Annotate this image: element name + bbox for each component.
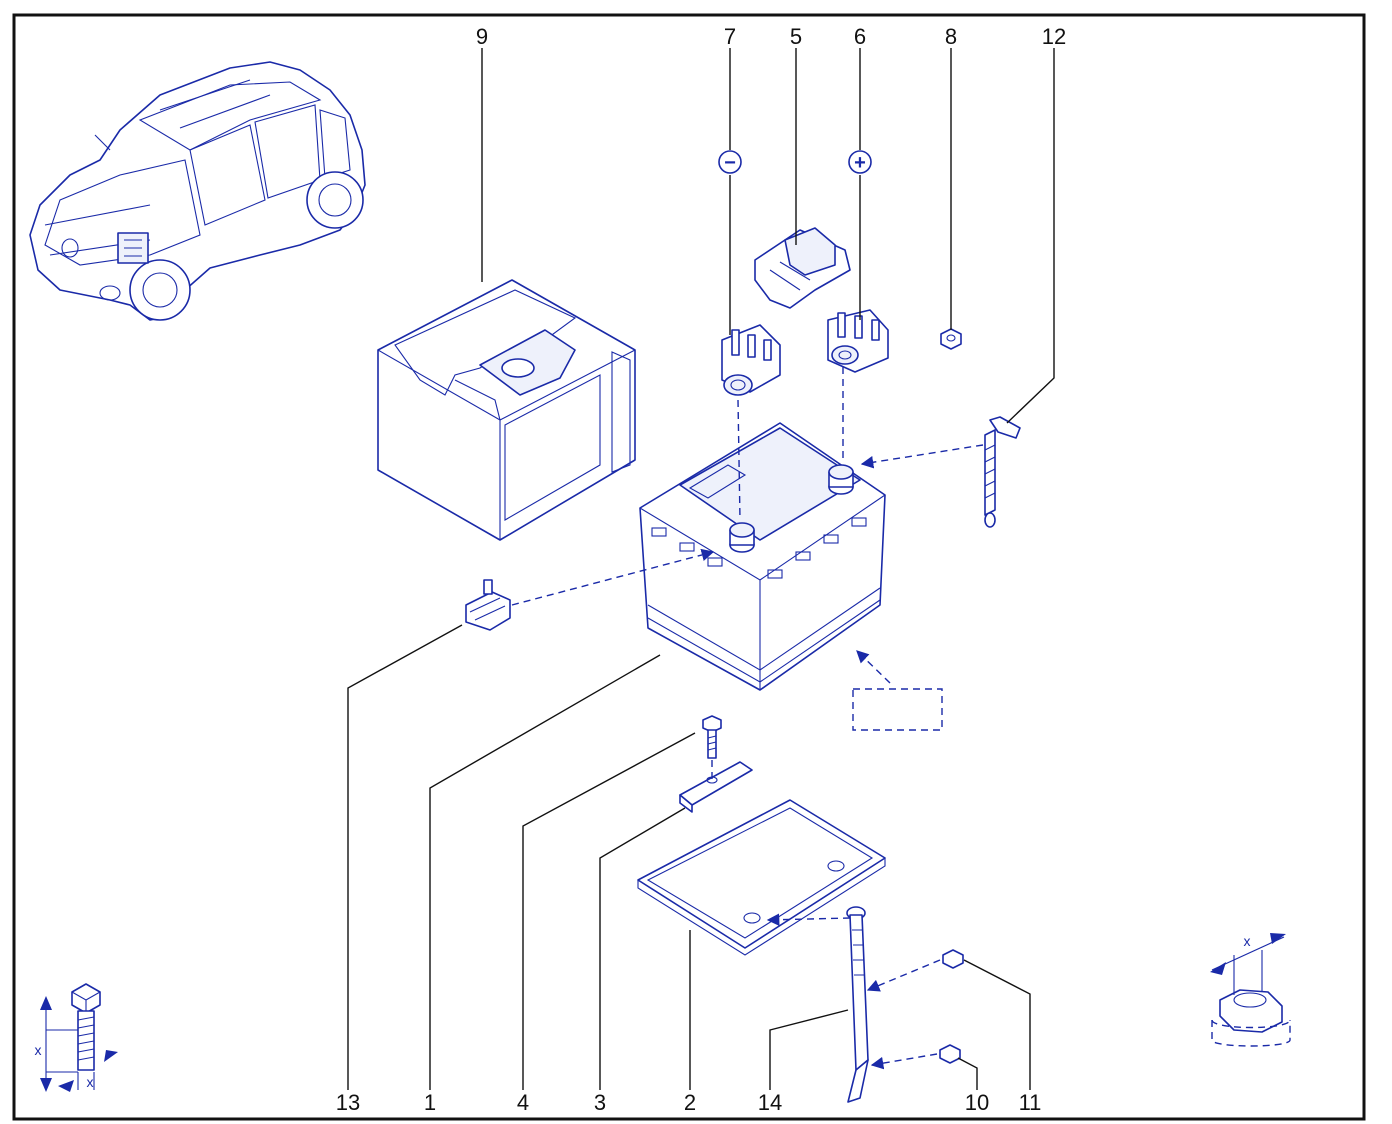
nut-11 [942, 949, 964, 969]
callout-14: 14 [758, 1090, 782, 1115]
positive-polarity-symbol: + [848, 150, 872, 174]
battery-cover [377, 279, 636, 541]
terminal-cover [754, 227, 851, 309]
battery [639, 422, 886, 691]
cable-connector [465, 579, 511, 631]
callout-5: 5 [790, 24, 802, 49]
reference-arrow [856, 650, 891, 684]
tray-support-rod [846, 906, 869, 1103]
positive-terminal-clamp [827, 309, 889, 373]
negative-terminal-clamp [721, 324, 781, 396]
hold-down-bracket [679, 761, 753, 813]
callout-11: 11 [1019, 1090, 1042, 1115]
reference-label-box [852, 688, 943, 731]
svg-text:+: + [854, 152, 866, 174]
callout-13: 13 [336, 1090, 360, 1115]
battery-tray [637, 799, 886, 956]
svg-text:−: − [724, 152, 736, 174]
bolt-dimension-label-horizontal: x [87, 1074, 94, 1090]
bolt-torque-symbol: x x [35, 983, 118, 1092]
terminal-nut [940, 328, 962, 350]
nut-torque-symbol: x [1210, 933, 1291, 1047]
hold-down-bolt [702, 715, 722, 759]
callout-8: 8 [945, 24, 957, 49]
vehicle-illustration [29, 61, 366, 321]
callout-7: 7 [724, 24, 736, 49]
callout-2: 2 [684, 1090, 696, 1115]
nut-dimension-label: x [1244, 933, 1251, 949]
callout-9: 9 [476, 24, 488, 49]
callout-3: 3 [594, 1090, 606, 1115]
callout-6: 6 [854, 24, 866, 49]
callout-10: 10 [965, 1090, 989, 1115]
ground-cable [984, 416, 1021, 528]
callout-4: 4 [517, 1090, 529, 1115]
callout-12: 12 [1042, 24, 1066, 49]
diagram-frame [12, 13, 1366, 1121]
callout-1: 1 [424, 1090, 436, 1115]
negative-polarity-symbol: − [718, 150, 742, 174]
nut-10 [939, 1044, 961, 1064]
leader-lines [347, 48, 1055, 1090]
bolt-dimension-label-vertical: x [35, 1042, 42, 1058]
